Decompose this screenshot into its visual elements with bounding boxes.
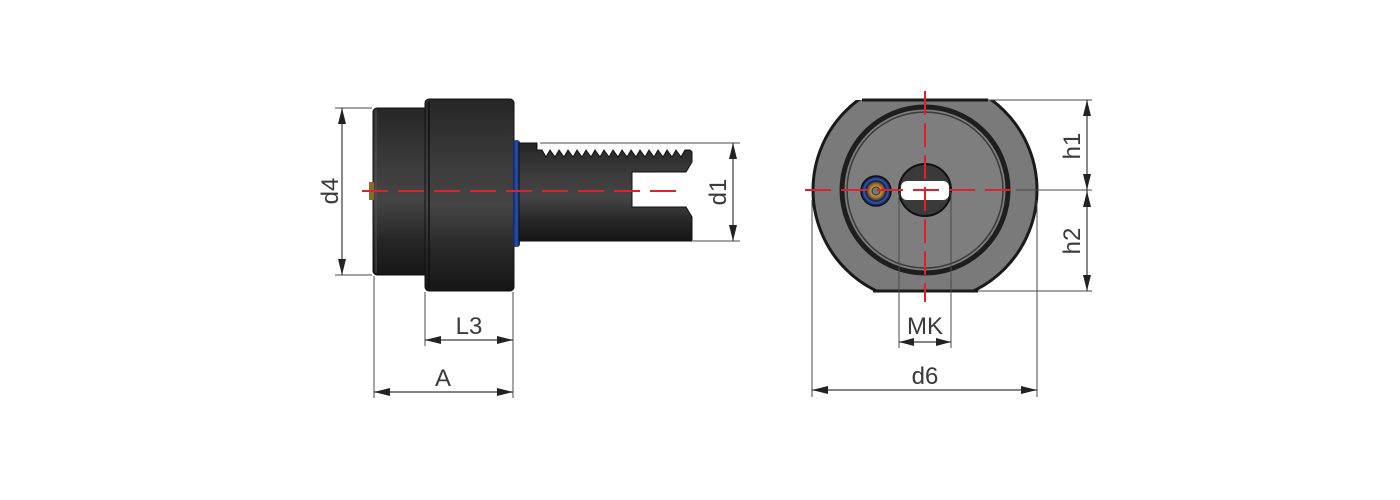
dim-label-h1: h1: [1059, 133, 1086, 160]
threaded-shank: [518, 142, 693, 242]
dim-label-d6: d6: [912, 363, 939, 390]
front-view: [805, 91, 1039, 302]
dim-label-A: A: [435, 365, 451, 392]
side-view-dimensions: d4 d1 L3 A: [317, 107, 740, 398]
o-ring: [513, 140, 520, 247]
dim-label-d4: d4: [317, 178, 344, 205]
dim-label-h2: h2: [1059, 228, 1086, 255]
front-view-dimensions: h1 h2 MK d6: [811, 99, 1092, 397]
dim-label-MK: MK: [907, 313, 943, 340]
side-view: [362, 98, 693, 292]
dim-label-L3: L3: [456, 313, 483, 340]
main-body: [424, 98, 515, 292]
dim-label-d1: d1: [705, 179, 732, 206]
